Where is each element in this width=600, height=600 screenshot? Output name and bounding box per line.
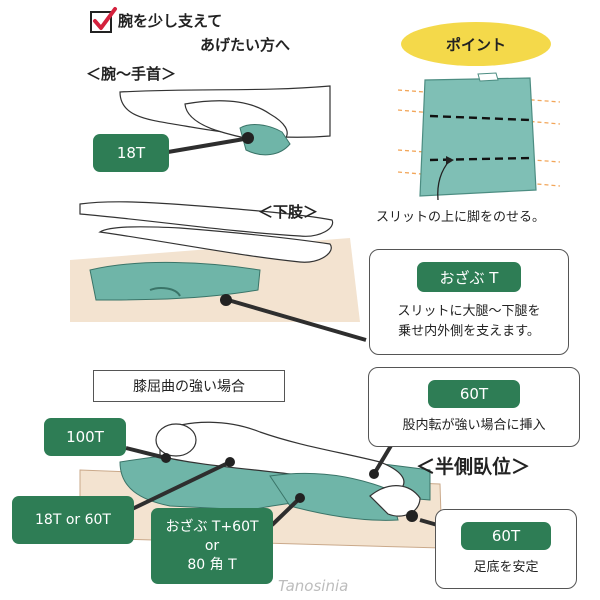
knee-combo-line1: おざぶ T+60T [165, 518, 259, 535]
knee-combo-leader [270, 496, 302, 527]
legs-callout: おざぶ T スリットに大腿～下腿を 乗せ内外側を支えます。 [369, 249, 569, 355]
foot-dot [406, 510, 418, 522]
knee-combo-line2: or [204, 537, 220, 554]
checkbox-icon [90, 7, 117, 33]
foot-callout: 60T 足底を安定 [435, 509, 577, 589]
legs-leader-dot [220, 294, 232, 306]
hip-callout-text: 股内転が強い場合に挿入 [402, 418, 546, 433]
foot-callout-text: 足底を安定 [473, 560, 539, 575]
knee-combo-line3: 80 角 T [187, 556, 237, 573]
point-badge: ポイント [401, 22, 551, 66]
arm-tag-18t: 18T [93, 134, 169, 172]
hip-callout-title: 60T [428, 380, 520, 408]
knee-tag-18t-60t: 18T or 60T [12, 496, 134, 544]
point-cushion-diagram [397, 72, 561, 197]
point-caption: スリットの上に脚をのせる。 [376, 210, 546, 225]
knee-combo-dot [295, 493, 305, 503]
arm-leader-line [167, 136, 251, 154]
knee-tag-combo: おざぶ T+60T or 80 角 T [151, 508, 273, 584]
knee-18t-dot [225, 457, 235, 467]
foot-callout-title: 60T [461, 522, 551, 550]
arm-illustration [119, 85, 331, 156]
legs-callout-line1: スリットに大腿～下腿を [397, 304, 541, 319]
legs-illustration [70, 201, 360, 322]
knee-tag-100t: 100T [44, 418, 126, 456]
legs-callout-title: おざぶ T [417, 262, 521, 292]
hip-leader [372, 442, 394, 476]
checkbox-title-line2: あげたい方へ [200, 36, 291, 54]
hip-dot [369, 469, 379, 479]
legs-callout-line2: 乗せ内外側を支えます。 [398, 324, 540, 339]
checkbox-title-line1: 腕を少し支えて [118, 12, 223, 30]
point-arrow-head [446, 156, 454, 165]
legs-section-label: ＜下肢＞ [258, 203, 319, 221]
arm-section-label: ＜腕～手首＞ [86, 65, 177, 83]
arm-leader-dot [242, 132, 254, 144]
knee-100t-leader [125, 446, 167, 460]
knee-18t-leader [129, 460, 231, 512]
knee-section-label: 膝屈曲の強い場合 [93, 370, 285, 402]
side-lying-label: ＜半側臥位＞ [416, 456, 531, 478]
legs-leader-line [227, 298, 367, 342]
knee-100t-dot [161, 453, 171, 463]
hip-callout: 60T 股内転が強い場合に挿入 [368, 367, 580, 447]
watermark: Tanosinia [278, 577, 349, 595]
